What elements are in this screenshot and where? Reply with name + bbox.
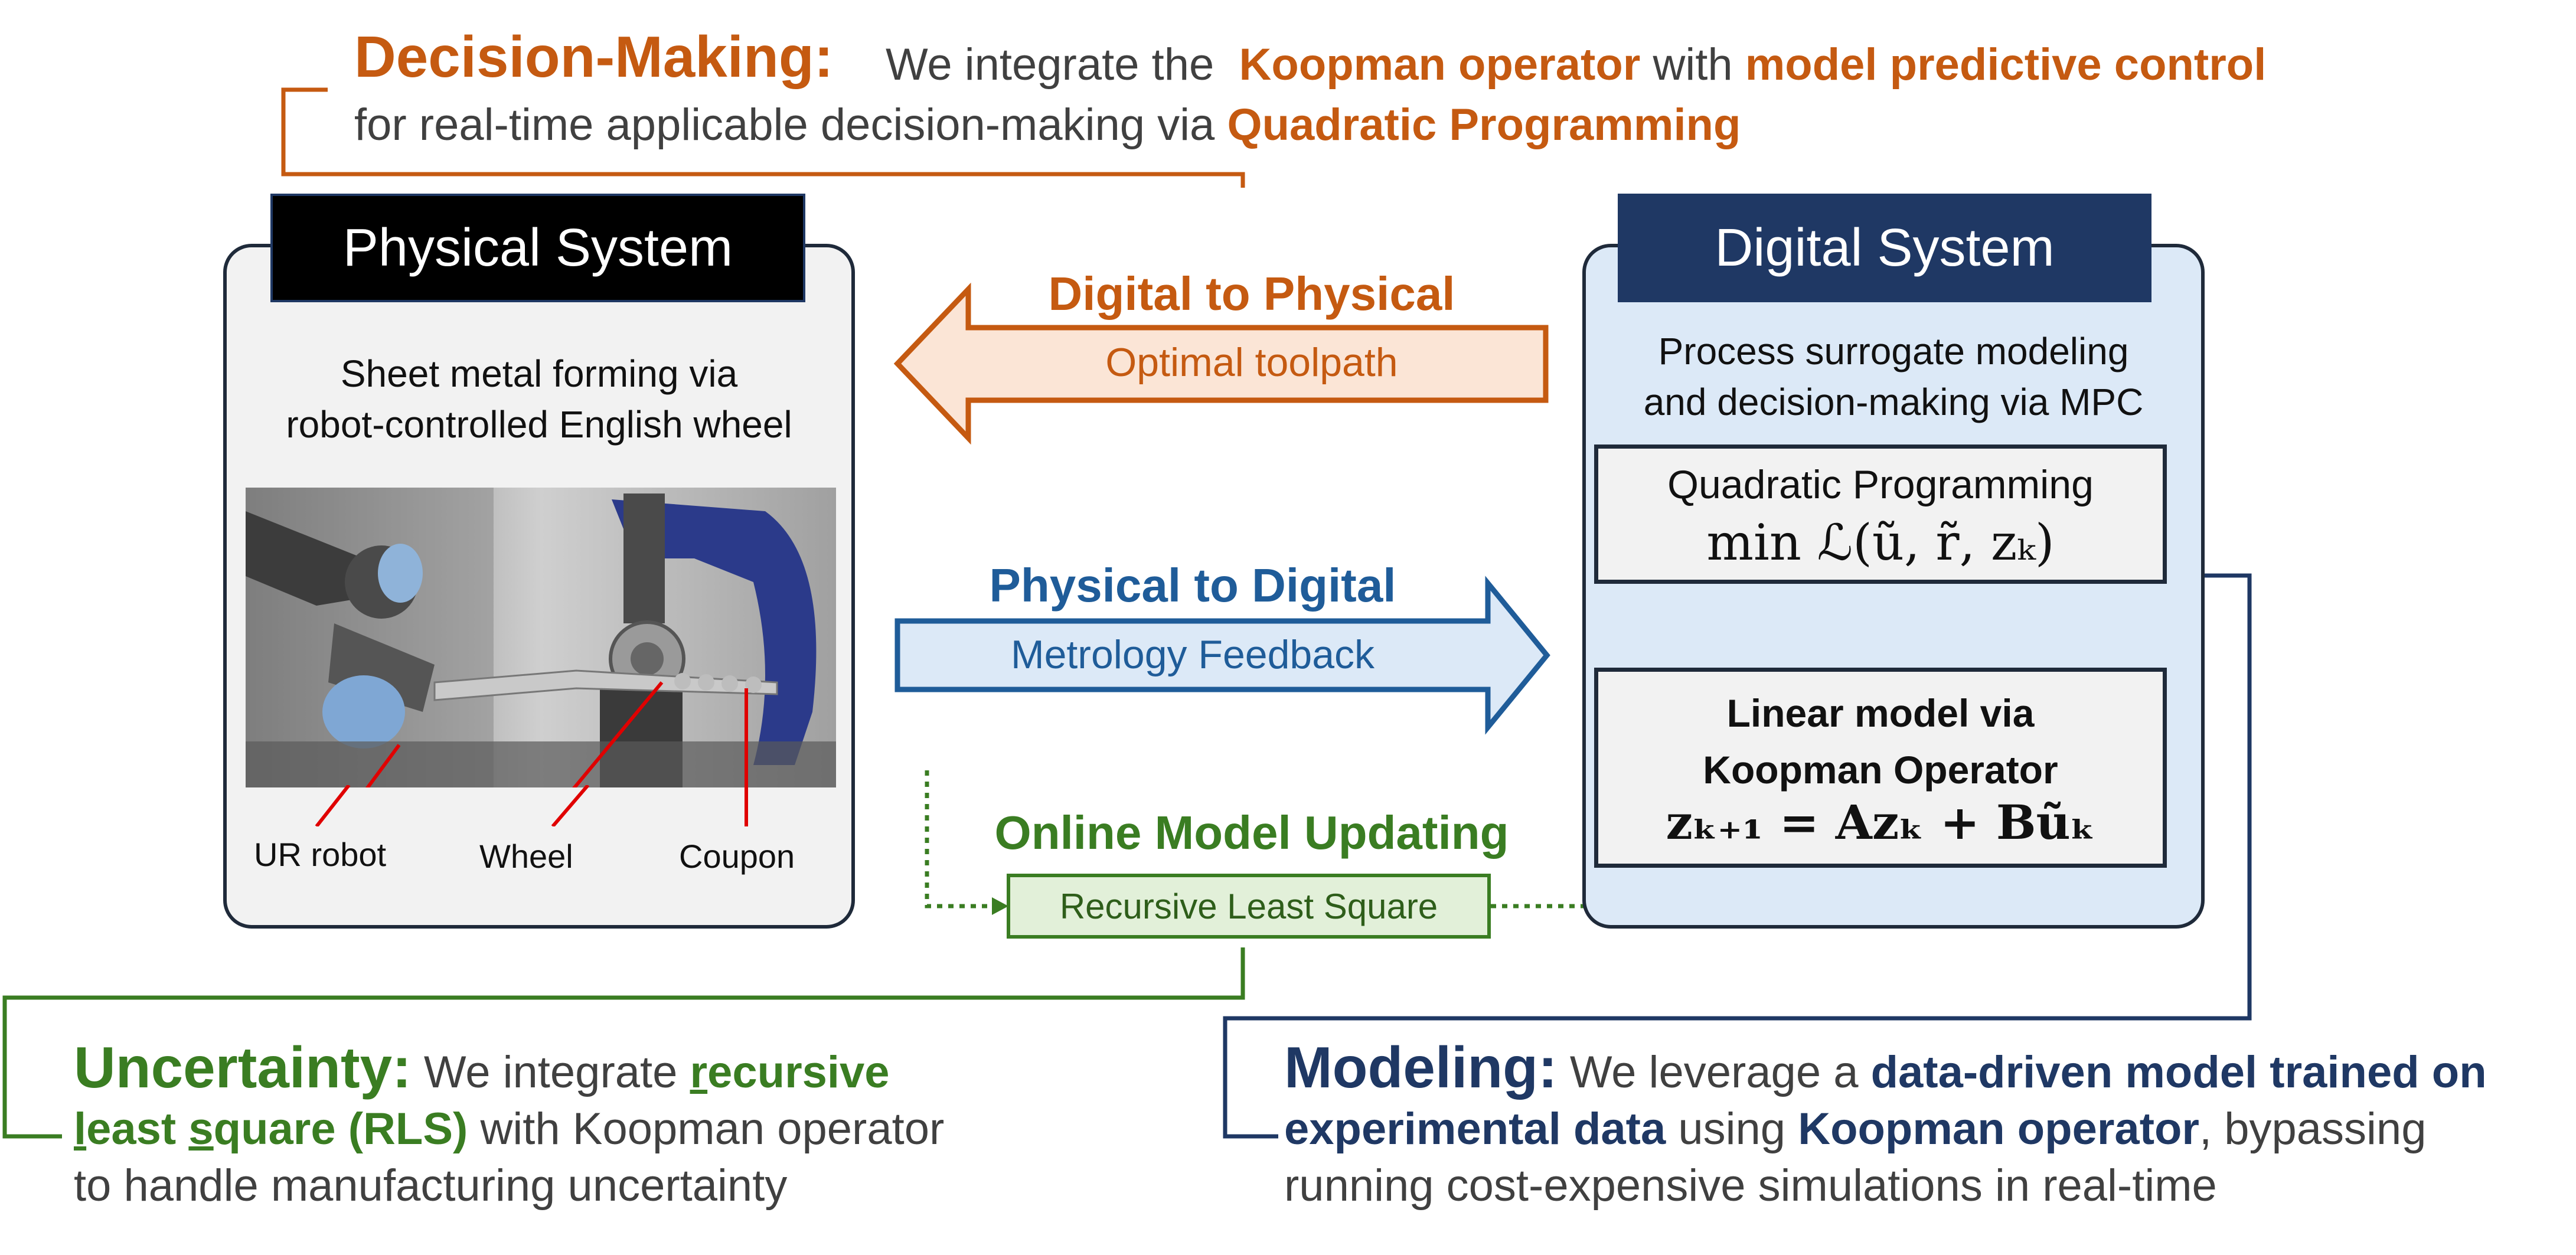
modeling-heading: Modeling: [1284, 1035, 1558, 1100]
decision-bracket [281, 87, 1245, 188]
mod-text3: , bypassing running cost-expensive simul… [1284, 1104, 2427, 1211]
pointer-extensions [315, 785, 748, 826]
recursive-least-square-box: Recursive Least Square [1007, 874, 1491, 939]
modeling-block: Modeling: We leverage a data-driven mode… [1284, 1038, 2554, 1214]
decision-making-line1: We integrate the Koopman operator with m… [886, 39, 2266, 90]
unc-east: east [86, 1104, 177, 1154]
modeling-bracket [1223, 573, 2252, 1139]
dm-text1: We integrate the [886, 40, 1214, 90]
dig-desc-line2: and decision-making via MPC [1643, 381, 2144, 423]
unc-text1: We integrate [423, 1047, 678, 1097]
uncertainty-block: Uncertainty: We integrate recursive leas… [74, 1038, 1066, 1214]
dm-mpc: model predictive control [1745, 40, 2267, 90]
unc-text2: with Koopman operator [480, 1104, 945, 1154]
lm-label-line2: Koopman Operator [1703, 748, 2058, 792]
linear-model-box [1594, 668, 2167, 868]
digital-system-description: Process surrogate modeling and decision-… [1582, 326, 2205, 427]
phys-desc-line2: robot-controlled English wheel [286, 403, 792, 446]
unc-r: r [690, 1047, 708, 1097]
mod-text2: using [1678, 1104, 1786, 1154]
unc-text3: to handle manufacturing uncertainty [74, 1161, 788, 1211]
dm-text3: for real-time applicable decision-making… [354, 100, 1215, 150]
quadratic-programming-box [1594, 445, 2167, 584]
robot-english-wheel-photo [246, 488, 836, 787]
pointer-wheel [572, 681, 664, 787]
physical-to-digital-arrow [894, 576, 1550, 735]
decision-making-heading: Decision-Making: [354, 24, 834, 89]
uncertainty-bracket [2, 947, 1245, 1139]
physical-system-description: Sheet metal forming via robot-controlled… [223, 348, 855, 450]
digital-to-physical-arrow [893, 282, 1549, 445]
label-ur-robot: UR robot [254, 836, 387, 873]
uncertainty-heading: Uncertainty: [74, 1035, 412, 1100]
unc-ecursive: ecursive [707, 1047, 890, 1097]
linear-model-formula: zₖ₊₁ = Azₖ + Bũₖ [1666, 795, 2095, 850]
unc-quare: quare (RLS) [213, 1104, 468, 1154]
quadratic-programming-formula: min ℒ(ũ, r̃, zₖ) [1706, 514, 2055, 571]
mod-text1: We leverage a [1569, 1047, 1859, 1097]
rls-input-dotted-line [925, 770, 998, 908]
online-model-updating-heading: Online Model Updating [994, 806, 1509, 859]
digital-to-physical-sub: Optimal toolpath [1105, 340, 1398, 385]
dm-koopman: Koopman operator [1239, 40, 1641, 90]
quadratic-programming-label: Quadratic Programming [1667, 462, 2094, 507]
dm-qp: Quadratic Programming [1227, 100, 1741, 150]
mod-bold1: data-driven model trained on experimenta… [1284, 1047, 2487, 1154]
physical-to-digital-heading: Physical to Digital [989, 559, 1396, 612]
mod-bold2: Koopman operator [1798, 1104, 2200, 1154]
unc-s: s [188, 1104, 214, 1154]
physical-to-digital-sub: Metrology Feedback [1010, 632, 1375, 677]
dm-text2: with [1653, 40, 1733, 90]
unc-l: l [74, 1104, 87, 1154]
label-coupon: Coupon [679, 838, 795, 875]
label-wheel: Wheel [479, 838, 573, 875]
pointer-robot [365, 744, 401, 787]
dig-desc-line1: Process surrogate modeling [1658, 330, 2129, 372]
linear-model-label: Linear model via Koopman Operator [1594, 685, 2167, 798]
lm-label-line1: Linear model via [1726, 691, 2035, 735]
physical-system-title: Physical System [270, 194, 805, 302]
decision-making-line2: for real-time applicable decision-making… [354, 99, 1741, 151]
digital-to-physical-heading: Digital to Physical [1048, 267, 1455, 320]
phys-desc-line1: Sheet metal forming via [340, 352, 738, 395]
digital-system-title: Digital System [1618, 194, 2151, 302]
